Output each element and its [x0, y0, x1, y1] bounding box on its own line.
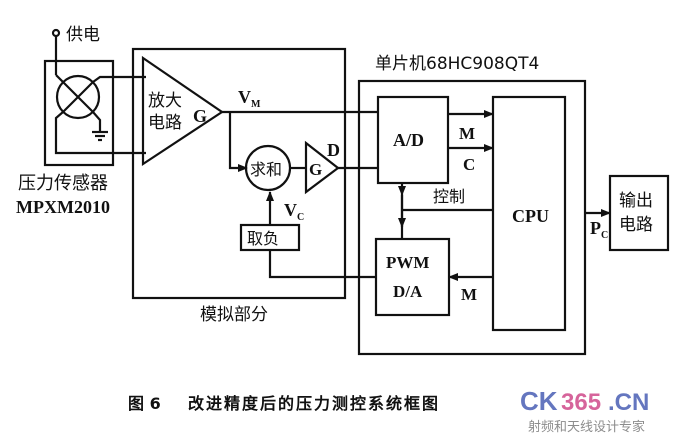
sensor-name: 压力传感器 [18, 173, 108, 194]
branch-to-summer [228, 112, 248, 172]
power-terminal [51, 28, 61, 75]
mcu-label: 单片机68HC908QT4 [375, 54, 539, 74]
gain-stage-label: G [309, 160, 322, 179]
pwm-m-label: M [461, 285, 477, 304]
pwm-box [374, 237, 451, 317]
d-label: D [327, 140, 340, 160]
adc-box [376, 95, 450, 185]
output-label-line2: 电路 [619, 215, 653, 235]
cpu-box [491, 95, 567, 332]
amplifier-gain: G [193, 106, 207, 126]
output-box [608, 174, 670, 252]
watermark-tagline: 射频和天线设计专家 [528, 419, 645, 435]
cpu-label: CPU [512, 206, 549, 226]
watermark-logo: CK 365 .CN [520, 386, 649, 416]
power-label: 供电 [66, 25, 100, 45]
amplifier-triangle [141, 55, 224, 167]
adc-c-label: C [463, 155, 475, 174]
gain-triangle [304, 140, 340, 195]
analog-section-box [131, 47, 347, 300]
output-label-line1: 输出 [619, 191, 653, 211]
pwm-label-line2: D/A [393, 282, 423, 301]
ground-icon [92, 130, 108, 142]
vm-label: VM [238, 87, 261, 110]
analog-section-label: 模拟部分 [200, 305, 268, 325]
sensor-box [43, 59, 115, 167]
pwm-label-line1: PWM [386, 253, 429, 272]
watermark-365: 365 [561, 389, 601, 416]
pwm-to-negate-line [268, 250, 376, 279]
amplifier-label-line2: 电路 [148, 113, 182, 133]
watermark-ck: CK [520, 386, 558, 416]
vc-label: VC [284, 200, 304, 223]
bridge-icon [54, 74, 146, 155]
watermark-cn: .CN [608, 389, 649, 416]
pc-label: PC [590, 218, 608, 241]
negate-label: 取负 [247, 229, 279, 248]
summer-label: 求和 [250, 160, 282, 179]
mcu-box [357, 79, 587, 356]
amplifier-label-line1: 放大 [148, 91, 182, 111]
adc-label: A/D [393, 130, 424, 150]
caption-number: 图 6 [128, 394, 161, 413]
sensor-model: MPXM2010 [16, 197, 110, 217]
control-label: 控制 [433, 187, 465, 206]
caption-title: 改进精度后的压力测控系统框图 [188, 394, 440, 413]
adc-m-label: M [459, 124, 475, 143]
